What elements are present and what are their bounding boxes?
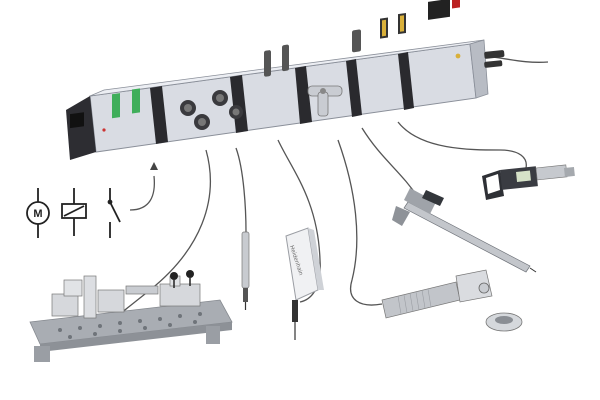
module-small-subd	[352, 29, 361, 53]
fixture	[29, 270, 233, 362]
indicator-lamp	[455, 53, 461, 59]
subd-connector-2	[282, 44, 289, 72]
bore-gauge	[381, 269, 493, 319]
housing-end-cap	[469, 39, 489, 99]
clamp-knob-2	[186, 270, 194, 278]
motor-symbol	[26, 188, 50, 238]
cable-to-display-unit	[277, 139, 321, 303]
motor-letter: M	[33, 208, 42, 220]
fixture-holes	[58, 312, 202, 339]
green-terminal-2	[132, 88, 140, 114]
display-unit: Heidenhain	[285, 227, 324, 340]
fixture-leg-right	[206, 326, 220, 344]
electrical-symbols: M	[26, 188, 121, 238]
fixture-blocks	[51, 275, 201, 319]
relay-coil-symbol	[61, 188, 87, 236]
power-cable-plugs	[484, 50, 505, 68]
arrow-from-symbols	[129, 175, 156, 211]
subd-connector-1	[264, 50, 271, 77]
module-t-adapter	[307, 85, 343, 117]
switch-symbol	[107, 188, 121, 238]
fixture-leg-left	[34, 346, 50, 362]
module-round-connectors	[180, 90, 243, 130]
power-socket	[428, 0, 450, 20]
left-port	[70, 112, 84, 129]
cable-to-micrometer	[397, 121, 527, 169]
module-sensor-connectors	[380, 12, 406, 39]
module-power-supply	[428, 0, 461, 59]
cable-to-bore-gauge	[337, 139, 383, 306]
caliper	[392, 188, 537, 273]
green-terminal-1	[112, 93, 120, 119]
module-separators	[150, 52, 414, 144]
micrometer	[482, 164, 575, 200]
clamp-knob-1	[170, 272, 178, 280]
setting-ring	[485, 312, 523, 332]
length-gauge	[241, 231, 250, 310]
module-subd	[264, 44, 289, 77]
module-digital-io	[102, 88, 140, 132]
cable-to-length-gauge	[235, 147, 247, 233]
left-end-cap	[66, 96, 96, 160]
status-led	[102, 128, 106, 132]
power-switch	[452, 0, 460, 9]
module-housing	[66, 0, 505, 160]
knurled-grip	[397, 288, 432, 315]
arrow-head	[150, 162, 158, 170]
